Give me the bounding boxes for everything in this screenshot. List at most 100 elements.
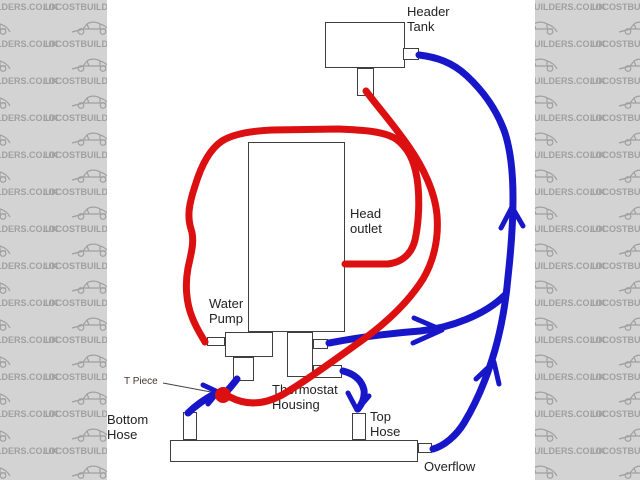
watermark-strip-left: LOCOSTBUILDERS.CO.UKLOCOSTBUILDERS.CO.UK… (0, 0, 107, 480)
car-sketch-icon (535, 241, 559, 257)
car-sketch-icon (617, 278, 640, 294)
car-sketch-icon (70, 278, 107, 294)
car-sketch-icon (535, 56, 559, 72)
watermark-text: LOCOSTBUILDERS.CO.UK (590, 39, 640, 49)
t-piece-label: T Piece (124, 376, 158, 387)
watermark-text: LOCOSTBUILDERS.CO.UK (590, 446, 640, 456)
car-sketch-icon (0, 241, 12, 257)
bottom-hose-label: Bottom Hose (107, 412, 149, 442)
thermostat-upper-tab (313, 339, 328, 349)
watermark-text: LOCOSTBUILDERS.CO.UK (535, 409, 606, 419)
car-sketch-icon (535, 315, 559, 331)
watermark-text: LOCOSTBUILDERS.CO.UK (535, 150, 606, 160)
car-sketch-icon (535, 93, 559, 109)
car-sketch-icon (617, 241, 640, 257)
car-sketch-icon (0, 56, 12, 72)
watermark-text: LOCOSTBUILDERS.CO.UK (590, 76, 640, 86)
watermark-text: LOCOSTBUILDERS.CO.UK (535, 2, 606, 12)
watermark-text: LOCOSTBUILDERS.CO.UK (0, 224, 59, 234)
watermark-text: LOCOSTBUILDERS.CO.UK (43, 113, 107, 123)
watermark-text: LOCOSTBUILDERS.CO.UK (43, 187, 107, 197)
car-sketch-icon (0, 93, 12, 109)
watermark-text: LOCOSTBUILDERS.CO.UK (535, 261, 606, 271)
car-sketch-icon (70, 130, 107, 146)
car-sketch-icon (617, 352, 640, 368)
watermark-text: LOCOSTBUILDERS.CO.UK (43, 224, 107, 234)
watermark-text: LOCOSTBUILDERS.CO.UK (535, 76, 606, 86)
car-sketch-icon (70, 315, 107, 331)
watermark-text: LOCOSTBUILDERS.CO.UK (590, 224, 640, 234)
car-sketch-icon (70, 167, 107, 183)
car-sketch-icon (535, 463, 559, 479)
overflow-label: Overflow (424, 459, 476, 474)
watermark-text: LOCOSTBUILDERS.CO.UK (590, 335, 640, 345)
watermark-text: LOCOSTBUILDERS.CO.UK (590, 2, 640, 12)
car-sketch-icon (70, 352, 107, 368)
watermark-text: LOCOSTBUILDERS.CO.UK (590, 113, 640, 123)
watermark-text: LOCOSTBUILDERS.CO.UK (43, 446, 107, 456)
car-sketch-icon (70, 56, 107, 72)
car-sketch-icon (617, 19, 640, 35)
water-pump-lower-box (233, 357, 254, 381)
watermark-text: LOCOSTBUILDERS.CO.UK (43, 335, 107, 345)
car-sketch-icon (0, 204, 12, 220)
car-sketch-icon (617, 56, 640, 72)
watermark-text: LOCOSTBUILDERS.CO.UK (0, 39, 59, 49)
thermostat-lower-tab (313, 365, 342, 378)
watermark-text: LOCOSTBUILDERS.CO.UK (43, 372, 107, 382)
watermark-text: LOCOSTBUILDERS.CO.UK (0, 113, 59, 123)
watermark-text: LOCOSTBUILDERS.CO.UK (0, 335, 59, 345)
watermark-text: LOCOSTBUILDERS.CO.UK (535, 187, 606, 197)
car-sketch-icon (535, 130, 559, 146)
car-sketch-icon (70, 93, 107, 109)
water-pump-inlet-tab (207, 337, 225, 346)
car-sketch-icon (617, 93, 640, 109)
car-sketch-icon (535, 19, 559, 35)
thermostat-housing-box (287, 332, 313, 377)
car-sketch-icon (70, 463, 107, 479)
radiator-box (170, 440, 418, 462)
watermark-text: LOCOSTBUILDERS.CO.UK (535, 298, 606, 308)
watermark-text: LOCOSTBUILDERS.CO.UK (535, 335, 606, 345)
watermark-text: LOCOSTBUILDERS.CO.UK (590, 261, 640, 271)
car-sketch-icon (535, 278, 559, 294)
watermark-text: LOCOSTBUILDERS.CO.UK (535, 372, 606, 382)
watermark-text: LOCOSTBUILDERS.CO.UK (590, 298, 640, 308)
thermostat-housing-label: Thermostat Housing (272, 382, 338, 412)
car-sketch-icon (535, 426, 559, 442)
watermark-text: LOCOSTBUILDERS.CO.UK (590, 187, 640, 197)
car-sketch-icon (535, 389, 559, 405)
car-sketch-icon (617, 426, 640, 442)
car-sketch-icon (617, 167, 640, 183)
car-sketch-icon (0, 130, 12, 146)
top-hose-label: Top Hose (370, 409, 401, 439)
car-sketch-icon (617, 130, 640, 146)
watermark-text: LOCOSTBUILDERS.CO.UK (0, 187, 59, 197)
car-sketch-icon (0, 426, 12, 442)
watermark-text: LOCOSTBUILDERS.CO.UK (535, 39, 606, 49)
car-sketch-icon (0, 19, 12, 35)
header-tank-box (325, 22, 405, 68)
car-sketch-icon (535, 167, 559, 183)
watermark-text: LOCOSTBUILDERS.CO.UK (535, 446, 606, 456)
watermark-text: LOCOSTBUILDERS.CO.UK (535, 224, 606, 234)
watermark-text: LOCOSTBUILDERS.CO.UK (43, 150, 107, 160)
radiator-top-hose-stub (352, 413, 366, 440)
watermark-text: LOCOSTBUILDERS.CO.UK (43, 409, 107, 419)
car-sketch-icon (617, 315, 640, 331)
car-sketch-icon (70, 204, 107, 220)
watermark-text: LOCOSTBUILDERS.CO.UK (43, 298, 107, 308)
header-tank-label: Header Tank (407, 4, 450, 34)
car-sketch-icon (0, 463, 12, 479)
header-tank-outlet-stub (403, 48, 419, 60)
watermark-text: LOCOSTBUILDERS.CO.UK (590, 150, 640, 160)
watermark-text: LOCOSTBUILDERS.CO.UK (43, 2, 107, 12)
header-tank-neck (357, 68, 374, 96)
car-sketch-icon (535, 352, 559, 368)
watermark-text: LOCOSTBUILDERS.CO.UK (535, 113, 606, 123)
car-sketch-icon (70, 389, 107, 405)
car-sketch-icon (70, 426, 107, 442)
radiator-bottom-hose-stub (183, 412, 197, 440)
car-sketch-icon (70, 19, 107, 35)
